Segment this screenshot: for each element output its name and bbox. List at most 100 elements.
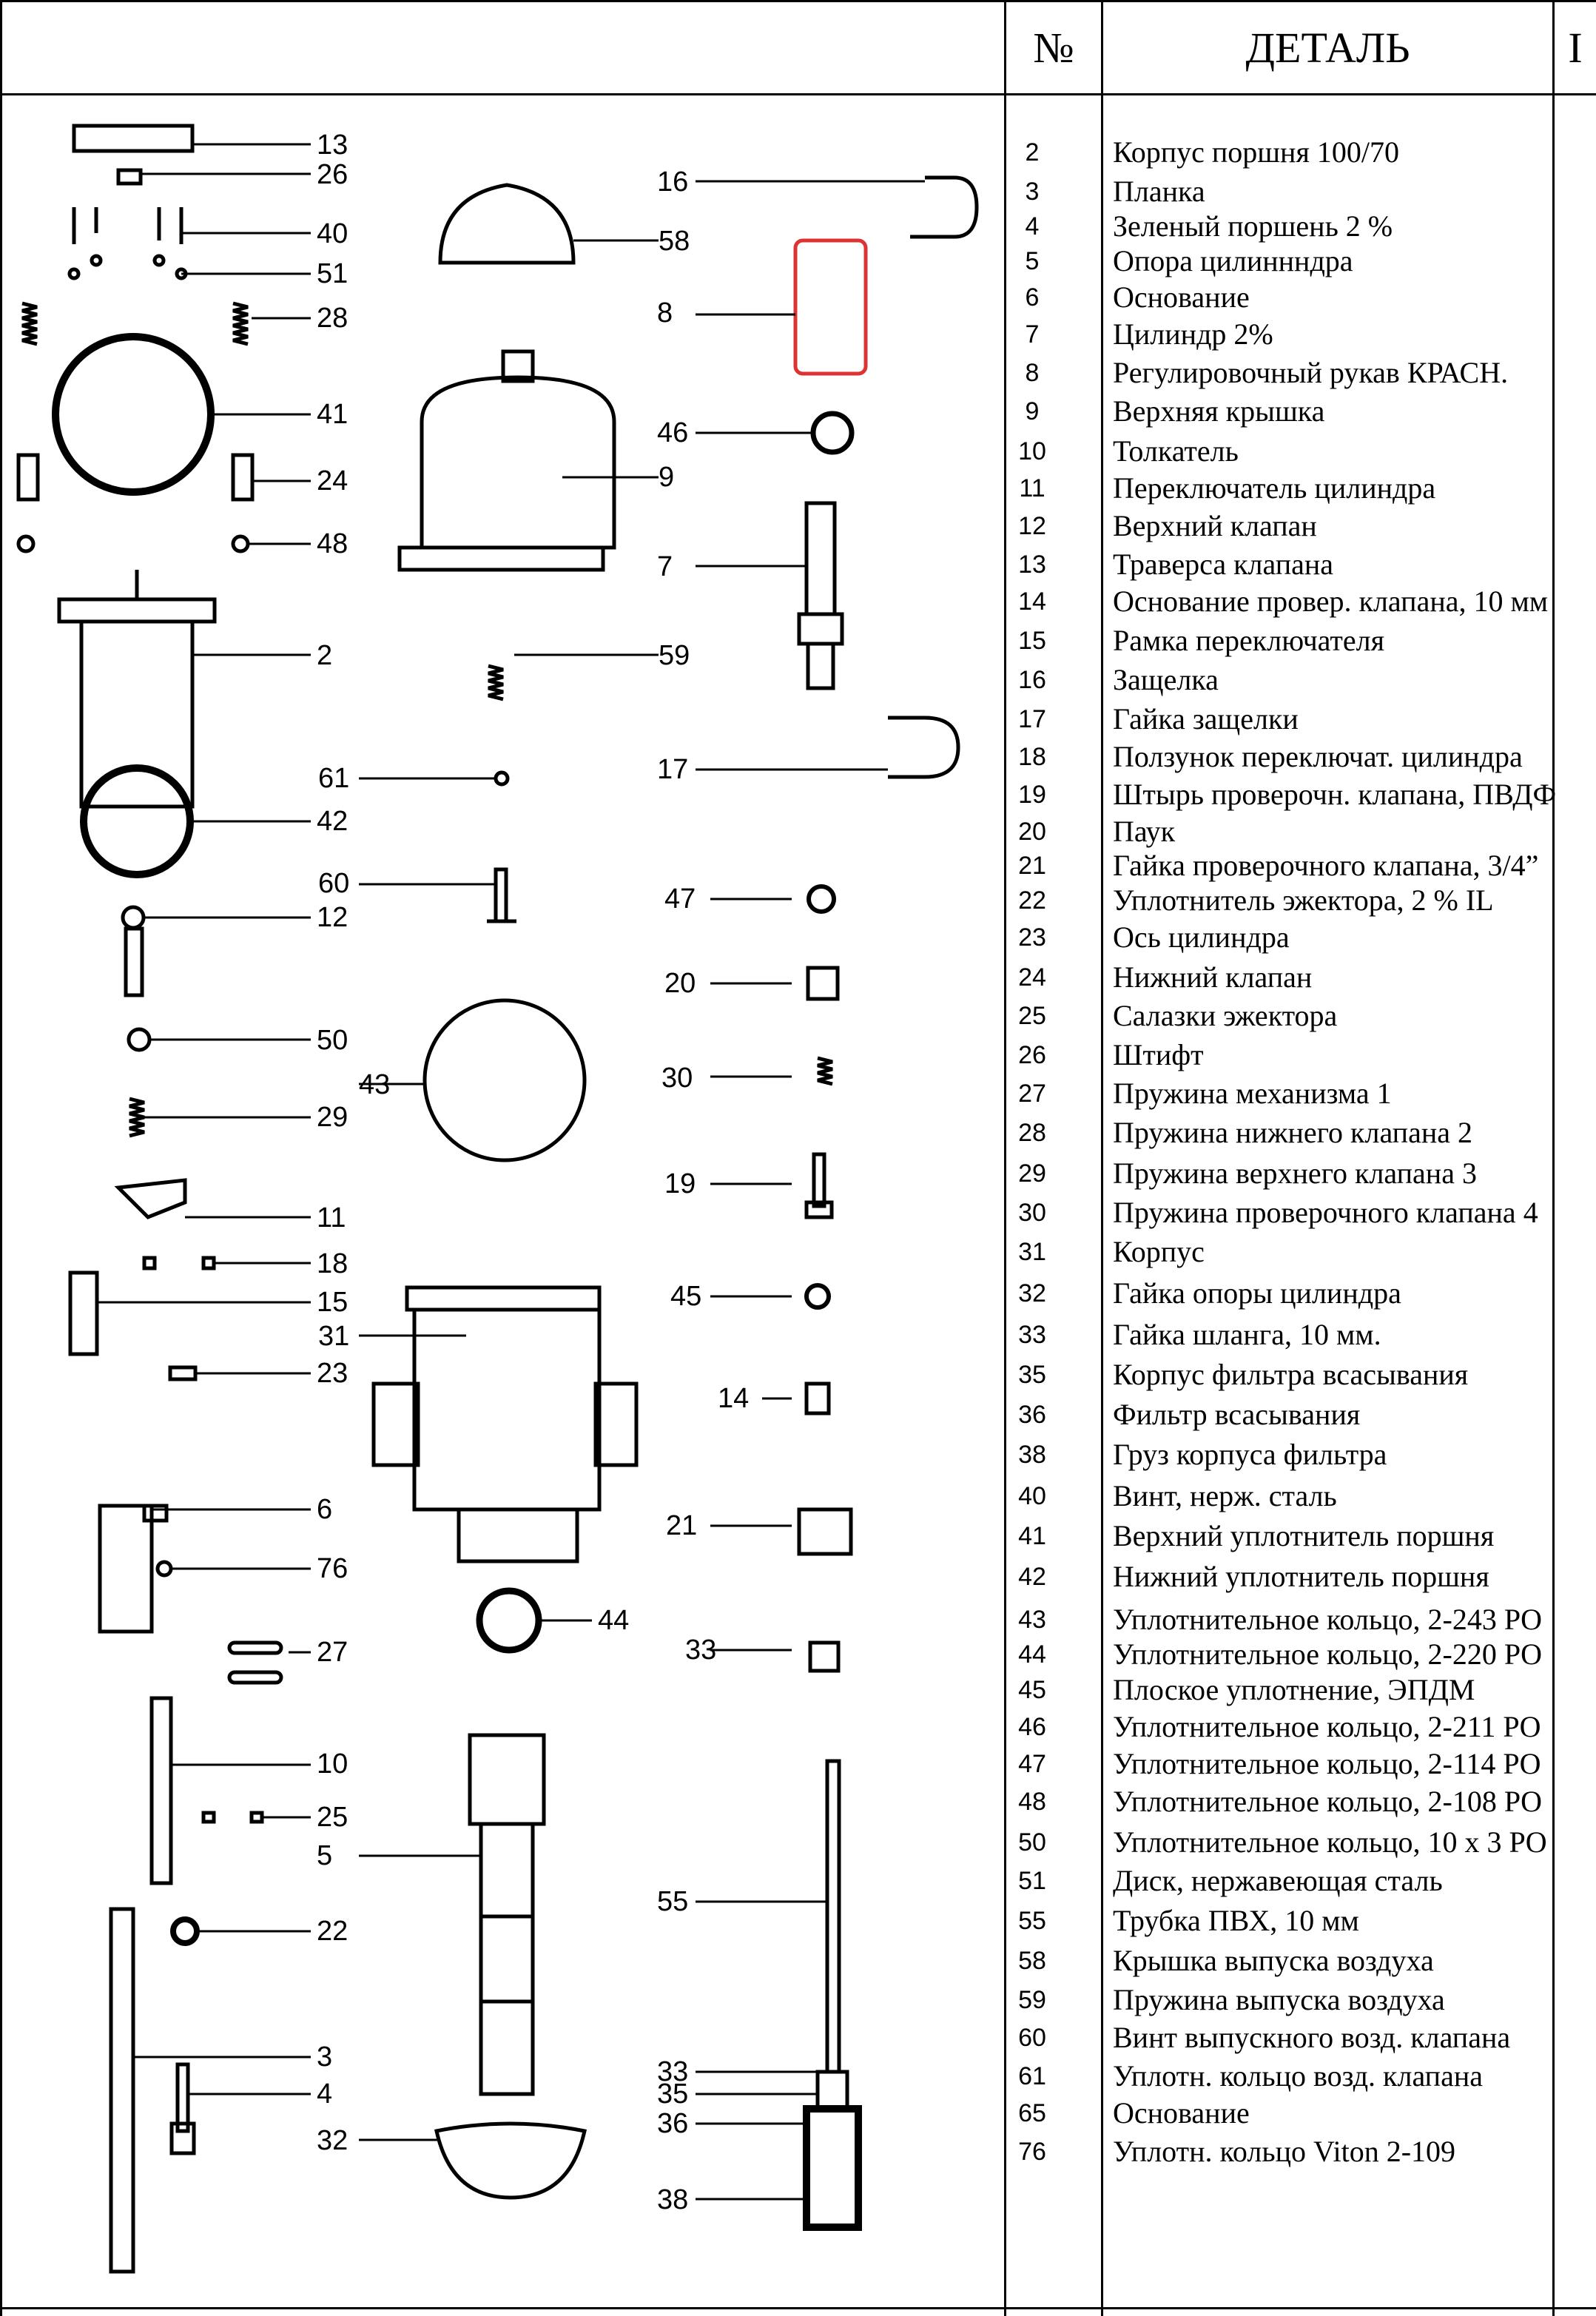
callout-label: 20	[664, 968, 696, 999]
callout-label: 46	[657, 417, 688, 448]
part-number: 8	[1025, 359, 1040, 387]
callout-label: 26	[317, 159, 348, 190]
part-name: Пружина механизма 1	[1113, 1077, 1392, 1110]
part-name: Гайка шланга, 10 мм.	[1113, 1318, 1381, 1351]
part-5-cylinder-support	[468, 1733, 546, 2096]
col-divider-1	[1004, 0, 1006, 2316]
part-number: 10	[1018, 437, 1046, 465]
callout-label: 42	[317, 806, 348, 837]
callout-label: 36	[657, 2108, 688, 2139]
part-46-ring	[810, 411, 855, 455]
part-28-springs	[21, 301, 249, 346]
callout-label: 48	[317, 528, 348, 559]
part-name: Основание	[1113, 2096, 1250, 2130]
part-number: 26	[1018, 1041, 1046, 1069]
part-3-bar	[109, 1907, 135, 2274]
part-number: 16	[1018, 666, 1046, 694]
part-name: Опора цилиннндра	[1113, 244, 1353, 277]
part-name: Ползунок переключат. цилиндра	[1113, 740, 1523, 773]
part-61-ring	[494, 770, 510, 787]
part-name: Диск, нержавеющая сталь	[1113, 1864, 1443, 1897]
part-number: 24	[1018, 963, 1046, 992]
part-35-filter-body	[815, 2070, 849, 2111]
part-name: Винт выпускного возд. клапана	[1113, 2021, 1511, 2054]
callout-label: 35	[657, 2078, 688, 2110]
part-name: Плоское уплотнение, ЭПДМ	[1113, 1673, 1475, 1706]
part-name: Штырь проверочн. клапана, ПВДФ	[1113, 778, 1557, 811]
part-number: 2	[1025, 138, 1040, 166]
part-number: 28	[1018, 1119, 1046, 1147]
part-number: 42	[1018, 1563, 1046, 1591]
part-name: Корпус фильтра всасывания	[1113, 1358, 1469, 1391]
part-48-rings	[16, 534, 250, 553]
part-number: 29	[1018, 1159, 1046, 1188]
callout-label: 55	[657, 1886, 688, 1917]
callout-label: 12	[317, 902, 348, 933]
part-13-traverse	[72, 124, 195, 153]
callout-label: 31	[318, 1321, 349, 1352]
part-number: 18	[1018, 743, 1046, 771]
part-number: 46	[1018, 1713, 1046, 1741]
part-number: 45	[1018, 1676, 1046, 1704]
part-number: 58	[1018, 1947, 1046, 1975]
part-22-seal	[170, 1916, 200, 1946]
part-number: 25	[1018, 1002, 1046, 1030]
callout-label: 30	[661, 1063, 693, 1094]
part-name: Пружина выпуска воздуха	[1113, 1983, 1445, 2016]
part-number: 61	[1018, 2062, 1046, 2090]
callout-label: 43	[359, 1069, 390, 1100]
callout-label: 2	[317, 640, 332, 671]
callout-label: 8	[657, 297, 673, 329]
part-number: 35	[1018, 1361, 1046, 1389]
col-divider-3	[1552, 0, 1555, 2316]
part-40-screws	[72, 207, 183, 244]
part-number: 6	[1025, 283, 1040, 312]
part-26-pin	[116, 168, 143, 186]
part-number: 3	[1025, 178, 1040, 206]
part-number: 59	[1018, 1986, 1046, 2014]
header-divider	[0, 93, 1596, 95]
part-name: Пружина верхнего клапана 3	[1113, 1157, 1477, 1190]
callout-label: 6	[317, 1494, 332, 1525]
callout-label: 76	[317, 1553, 348, 1584]
part-number: 13	[1018, 551, 1046, 579]
part-59-spring	[488, 664, 504, 701]
part-number: 5	[1025, 247, 1040, 275]
col-divider-2	[1101, 0, 1103, 2316]
part-name: Толкатель	[1113, 434, 1239, 468]
part-41-seal	[52, 333, 215, 496]
callout-label: 47	[664, 883, 696, 915]
part-name: Рамка переключателя	[1113, 624, 1384, 657]
callout-label: 33	[657, 2056, 688, 2087]
part-name: Переключатель цилиндра	[1113, 471, 1436, 505]
part-number: 43	[1018, 1606, 1046, 1634]
part-name: Уплотн. кольцо возд. клапана	[1113, 2059, 1483, 2093]
part-name: Уплотнительное кольцо, 2-114 PO	[1113, 1747, 1541, 1780]
part-43-ring	[422, 998, 587, 1162]
part-16-latch	[910, 175, 979, 239]
part-number: 7	[1025, 320, 1040, 349]
part-2-piston-body	[57, 570, 217, 809]
part-number: 15	[1018, 627, 1046, 655]
part-number: 21	[1018, 852, 1046, 880]
part-name: Корпус	[1113, 1235, 1205, 1268]
part-32-nut	[434, 2121, 587, 2200]
part-name: Верхний уплотнитель поршня	[1113, 1519, 1495, 1552]
part-name: Планка	[1113, 175, 1205, 208]
part-name: Винт, нерж. сталь	[1113, 1479, 1337, 1512]
callout-label: 40	[317, 218, 348, 249]
callout-label: 29	[317, 1102, 348, 1133]
part-number: 14	[1018, 588, 1046, 616]
part-number: 33	[1018, 1321, 1046, 1349]
